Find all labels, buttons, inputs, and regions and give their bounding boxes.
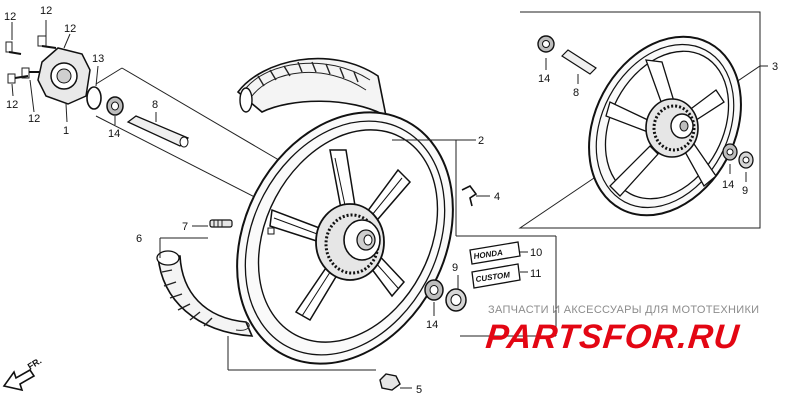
spacer-part [126, 115, 190, 148]
callout-10: 10 [530, 247, 542, 259]
callout-14: 14 [538, 73, 550, 85]
callout-4: 4 [494, 191, 500, 203]
callout-13: 13 [92, 53, 104, 65]
dust-seal-part [445, 288, 467, 312]
callout-14: 14 [722, 179, 734, 191]
emblem-honda-part: HONDA [469, 241, 521, 265]
front-direction-arrow: FR. [2, 356, 44, 392]
tire-lower-part [156, 250, 254, 337]
callout-9: 9 [452, 262, 458, 274]
callout-14: 14 [426, 319, 438, 331]
callout-2: 2 [478, 135, 484, 147]
valve-stem-part [209, 219, 233, 228]
bolt-part [5, 41, 22, 55]
callout-11: 11 [530, 268, 541, 280]
hub-flange-assembly [5, 35, 190, 148]
callout-12: 12 [64, 23, 76, 35]
callout-12: 12 [28, 113, 40, 125]
bolt-part [37, 35, 57, 49]
front-direction-label: FR. [26, 356, 44, 372]
bearing-part [424, 279, 444, 301]
watermark-tagline: ЗАПЧАСТИ И АКСЕССУАРЫ ДЛЯ МОТОТЕХНИКИ [488, 304, 760, 316]
callout-12: 12 [6, 99, 18, 111]
watermark-logo: PARTSFOR.RU [484, 318, 742, 356]
o-ring-part [86, 86, 102, 110]
callout-14: 14 [108, 128, 120, 140]
callout-8: 8 [152, 99, 158, 111]
callout-12: 12 [4, 11, 16, 23]
emblem-honda-text: HONDA [473, 248, 504, 261]
callout-1: 1 [63, 125, 69, 137]
callout-6: 6 [136, 233, 142, 245]
balance-weight-part [461, 184, 478, 207]
callout-3: 3 [772, 61, 778, 73]
alt-wheel-inset [518, 11, 768, 229]
balance-weight-clip-part [379, 373, 401, 391]
emblem-custom-part: CUSTOM [471, 263, 521, 289]
main-wheel-part [236, 111, 454, 365]
callout-7: 7 [182, 221, 188, 233]
callout-8: 8 [573, 87, 579, 99]
callout-12: 12 [40, 5, 52, 17]
callout-5: 5 [416, 384, 422, 396]
tire-part [236, 57, 388, 118]
callout-9: 9 [742, 185, 748, 197]
